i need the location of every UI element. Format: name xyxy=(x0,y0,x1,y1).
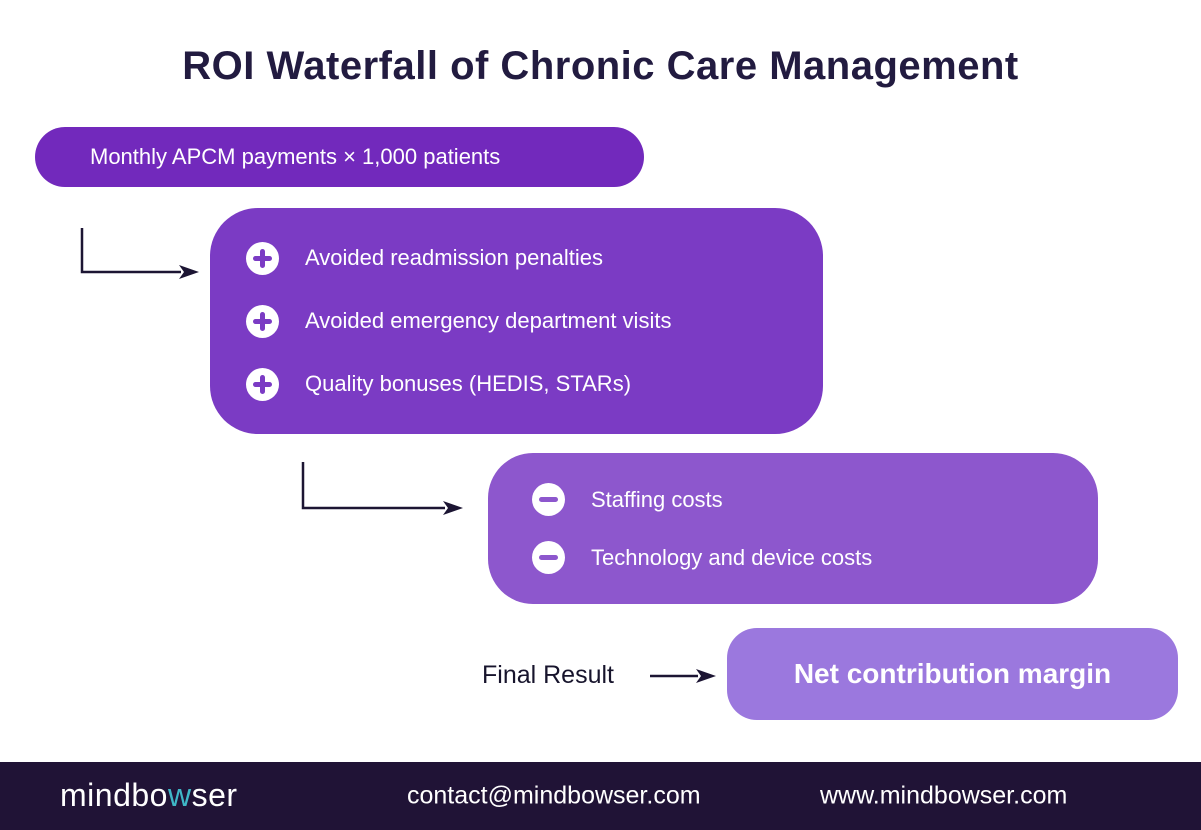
mindbowser-logo: mindbowser xyxy=(60,777,238,814)
list-item-label: Avoided emergency department visits xyxy=(305,308,672,333)
plus-icon xyxy=(246,367,279,401)
minus-icon xyxy=(532,483,565,516)
plus-icon xyxy=(246,241,279,275)
page-title: ROI Waterfall of Chronic Care Management xyxy=(182,44,1019,88)
list-item: Quality bonuses (HEDIS, STARs) xyxy=(246,367,823,401)
arrow-step2-to-step3-icon xyxy=(301,462,463,515)
logo-part-2: w xyxy=(167,776,192,813)
arrow-final-result-icon xyxy=(650,669,716,683)
list-item-label: Quality bonuses (HEDIS, STARs) xyxy=(305,371,632,396)
arrow-step1-to-step2-icon xyxy=(80,228,199,279)
final-result-label: Final Result xyxy=(482,661,614,689)
step-monthly-apcm-payments: Monthly APCM payments × 1,000 patients xyxy=(35,127,644,187)
list-item: Avoided readmission penalties xyxy=(246,241,823,275)
list-item-label: Staffing costs xyxy=(591,486,723,512)
net-contribution-margin-label: Net contribution margin xyxy=(793,658,1112,689)
list-item: Staffing costs xyxy=(532,483,1098,516)
minus-icon xyxy=(532,541,565,574)
step-monthly-apcm-payments-label: Monthly APCM payments × 1,000 patients xyxy=(90,144,501,169)
step-cost-deductions: Staffing costs Technology and device cos… xyxy=(488,453,1098,604)
list-item: Avoided emergency department visits xyxy=(246,304,823,338)
logo-part-3: ser xyxy=(191,776,238,813)
list-item-label: Technology and device costs xyxy=(591,544,873,570)
net-contribution-margin-box: Net contribution margin xyxy=(727,628,1178,720)
list-item-label: Avoided readmission penalties xyxy=(305,245,603,270)
logo-part-1: mindbo xyxy=(60,776,168,813)
list-item: Technology and device costs xyxy=(532,541,1098,574)
contact-email: contact@mindbowser.com xyxy=(407,781,701,810)
footer: mindbowser contact@mindbowser.com www.mi… xyxy=(0,762,1201,830)
plus-icon xyxy=(246,304,279,338)
step-revenue-additions: Avoided readmission penalties Avoided em… xyxy=(210,208,823,434)
website-url: www.mindbowser.com xyxy=(820,781,1068,810)
